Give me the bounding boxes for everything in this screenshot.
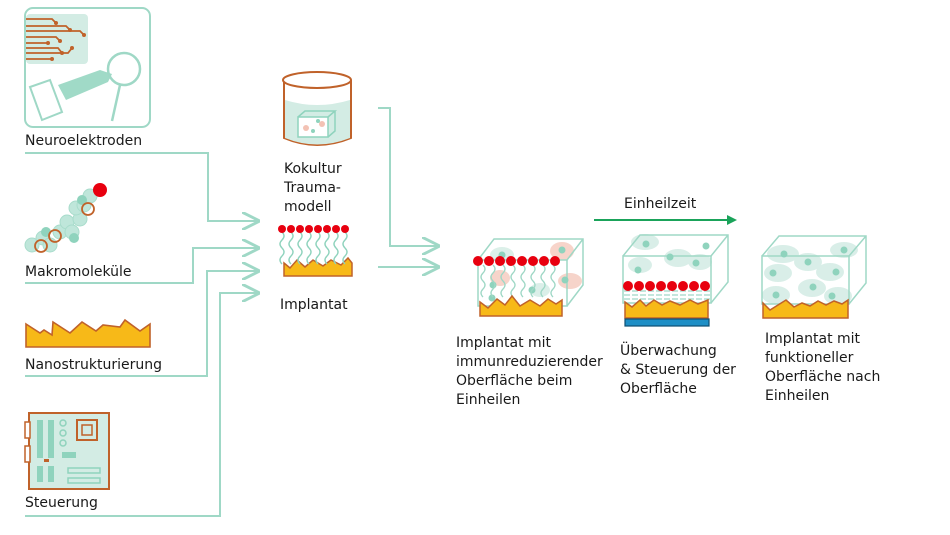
coculture-beaker-icon [282, 71, 352, 146]
connector-nanostrukturierung [25, 271, 258, 377]
input-label-makromolekuele: Makromoleküle [25, 264, 132, 280]
stage-2-label: Überwachung & Steuerung der Oberfläche [620, 343, 736, 397]
connector-makromolekuele [25, 248, 258, 284]
stage-2-illustration [622, 234, 729, 327]
input-label-neuroelektroden: Neuroelektroden [25, 133, 143, 149]
input-label-nanostrukturierung: Nanostrukturierung [25, 357, 163, 373]
nanostructure-icon [25, 318, 151, 348]
neuroelectrode-icon [24, 7, 151, 128]
connector-neuroelektroden [25, 152, 258, 221]
stage-1-label: Implantat mit immunreduzierender Oberflä… [456, 335, 603, 408]
stage-3-label: Implantat mit funktioneller Oberfläche n… [765, 331, 881, 404]
input-connectors [25, 107, 438, 517]
circuit-board-icon [24, 412, 110, 490]
macromolecule-icon [24, 183, 107, 253]
implant-label: Implantat [280, 297, 348, 313]
connector-coculture-out [378, 107, 438, 246]
stage-1-illustration [473, 238, 584, 317]
implant-icon [278, 225, 353, 277]
coculture-label: Kokultur Trauma- modell [284, 161, 342, 215]
healing-time-label: Einheilzeit [624, 196, 697, 212]
input-label-steuerung: Steuerung [25, 495, 98, 511]
connector-steuerung [25, 293, 258, 517]
stage-3-illustration [761, 235, 867, 319]
